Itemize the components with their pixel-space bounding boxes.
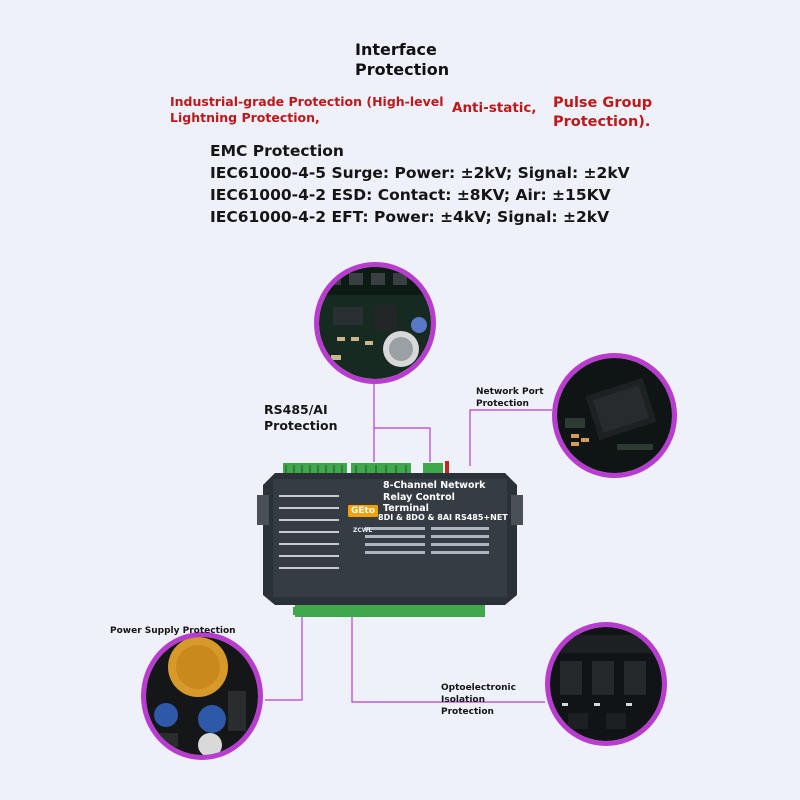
pulse-group-text: Pulse Group Protection).	[553, 95, 653, 130]
rs485-pcb-closeup	[314, 262, 436, 384]
pcb-image-3	[146, 637, 258, 755]
anti-static-text: Anti-static,	[452, 100, 537, 116]
device-title: 8-Channel Network Relay Control Terminal	[383, 480, 486, 514]
power-supply-protection-label: Power Supply Protection	[110, 626, 236, 636]
device-model: 8DI & 8DO & 8AI RS485+NET	[378, 513, 508, 522]
power-supply-closeup	[141, 632, 263, 760]
interface-protection-title: Interface Protection	[355, 40, 450, 79]
emc-title: EMC Protection	[210, 142, 344, 160]
pcb-image-2	[557, 358, 672, 473]
device-illustration	[257, 461, 523, 617]
emc-eft: IEC61000-4-2 EFT: Power: ±4kV; Signal: ±…	[210, 208, 610, 226]
rs485-ai-protection-label: RS485/AI Protection	[264, 402, 338, 433]
relay-control-terminal-device	[255, 455, 525, 625]
emc-esd: IEC61000-4-2 ESD: Contact: ±8KV; Air: ±1…	[210, 186, 611, 204]
emc-block: EMC Protection IEC61000-4-5 Surge: Power…	[210, 140, 630, 228]
pcb-image-4	[550, 627, 662, 741]
industrial-protection-text: Industrial-grade Protection (High-level …	[170, 94, 444, 125]
pcb-image-1	[319, 267, 431, 379]
device-logo: GEto	[348, 505, 378, 517]
network-chip-closeup	[552, 353, 677, 478]
optoelectronic-closeup	[545, 622, 667, 746]
device-brand: ZCWL	[353, 527, 373, 534]
network-port-protection-label: Network Port Protection	[476, 387, 544, 409]
optoelectronic-isolation-label: Optoelectronic Isolation Protection	[441, 683, 516, 717]
emc-surge: IEC61000-4-5 Surge: Power: ±2kV; Signal:…	[210, 164, 630, 182]
